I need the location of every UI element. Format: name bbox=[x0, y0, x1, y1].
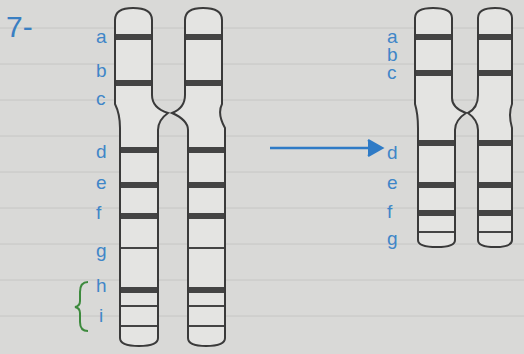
band-label: a bbox=[96, 27, 107, 46]
band-label: g bbox=[96, 241, 107, 260]
band-label: b bbox=[387, 45, 398, 64]
band-label: d bbox=[387, 143, 398, 162]
band-label: c bbox=[387, 63, 397, 82]
band-label: d bbox=[96, 142, 107, 161]
band-label: a bbox=[387, 27, 398, 46]
band-label: f bbox=[96, 203, 101, 222]
chromosome-bands bbox=[116, 34, 511, 327]
band-label: e bbox=[387, 173, 398, 192]
band-label: f bbox=[387, 202, 392, 221]
band-label: b bbox=[96, 61, 107, 80]
band-label: e bbox=[96, 173, 107, 192]
deletion-bracket bbox=[75, 282, 88, 331]
transition-arrow bbox=[270, 140, 382, 156]
band-label: h bbox=[96, 276, 107, 295]
question-number: 7- bbox=[6, 12, 33, 42]
band-label: c bbox=[96, 89, 106, 108]
band-label: g bbox=[387, 229, 398, 248]
band-label: i bbox=[99, 306, 103, 325]
chromatids bbox=[115, 8, 512, 346]
